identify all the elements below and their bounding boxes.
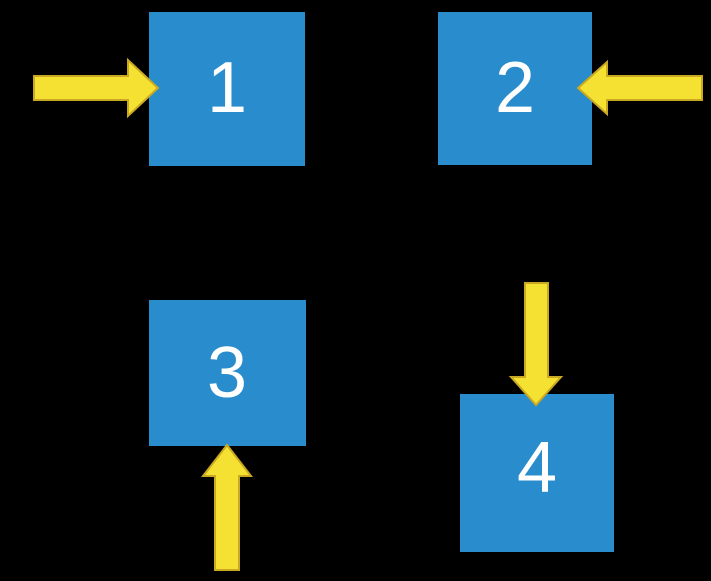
arrow-down-icon [508, 282, 564, 407]
square-3-label: 3 [207, 333, 247, 413]
square-3 [149, 300, 306, 446]
square-1-label: 1 [207, 48, 247, 128]
arrow-right-icon [33, 57, 160, 119]
square-2 [438, 12, 592, 165]
arrow-up-icon [200, 443, 254, 571]
square-4 [460, 394, 614, 552]
square-1 [149, 12, 305, 166]
square-4-label: 4 [517, 428, 557, 508]
square-2-label: 2 [495, 48, 535, 128]
arrow-left-icon [576, 59, 703, 117]
